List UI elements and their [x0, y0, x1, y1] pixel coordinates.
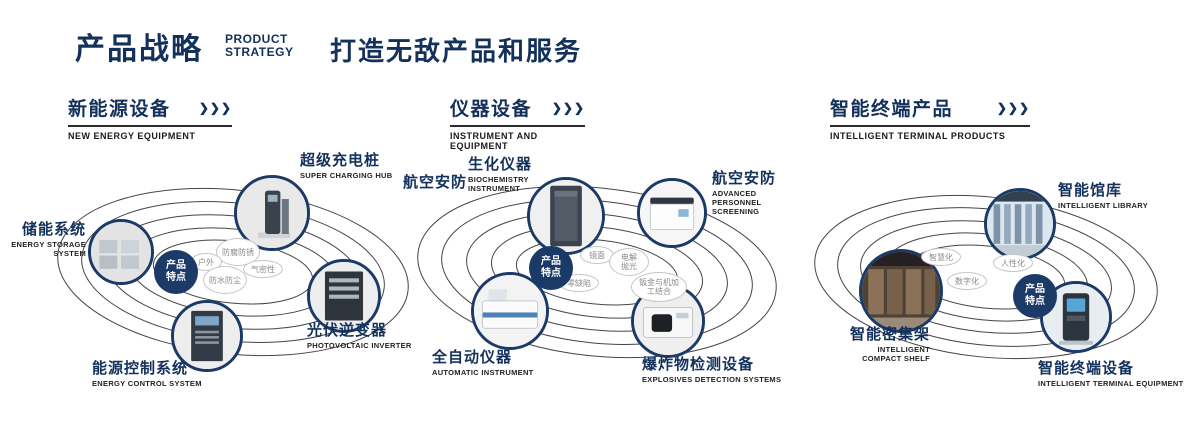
energy-control-system-image	[171, 300, 243, 372]
product-label-energy-control-system: 能源控制系统 ENERGY CONTROL SYSTEM	[92, 360, 202, 388]
feature-pill: 防水防尘	[203, 266, 247, 294]
feature-pill: 智慧化	[921, 248, 961, 266]
product-label-photovoltaic-inverter: 光伏逆变器 PHOTOVOLTAIC INVERTER	[307, 322, 412, 350]
section-subtitle: NEW ENERGY EQUIPMENT	[68, 131, 196, 141]
feature-pill: 气密性	[243, 260, 283, 278]
product-label-biochemistry-instrument: 生化仪器 BIOCHEMISTRY INSTRUMENT	[468, 156, 533, 193]
product-label-intelligent-compact-shelf: 智能密集架 INTELLIGENT COMPACT SHELF	[849, 326, 930, 363]
section-title: 仪器设备	[450, 99, 533, 120]
page-title-english: PRODUCT STRATEGY	[225, 33, 293, 59]
product-label-automatic-instrument: 全自动仪器 AUTOMATIC INSTRUMENT	[432, 349, 534, 377]
feature-pill: 电解抛光	[609, 248, 649, 276]
automatic-instrument-image	[471, 272, 549, 350]
feature-pill: 人性化	[993, 254, 1033, 272]
product-label-energy-storage-system: 储能系统 ENERGY STORAGE SYSTEM	[11, 221, 86, 258]
section-header-intelligent-terminal: 智能终端产品 ❯❯❯ INTELLIGENT TERMINAL PRODUCTS	[830, 94, 1030, 141]
personnel-screening-image	[637, 178, 707, 248]
section-subtitle: INTELLIGENT TERMINAL PRODUCTS	[830, 131, 1006, 141]
section-header-new-energy: 新能源设备 ❯❯❯ NEW ENERGY EQUIPMENT	[68, 94, 232, 141]
feature-pill: 数字化	[947, 272, 987, 290]
slogan: 打造无敌产品和服务	[330, 36, 583, 66]
page-title: 产品战略	[75, 33, 203, 66]
feature-pill: 户外	[190, 253, 222, 271]
triple-arrow-icon: ❯❯❯	[198, 100, 232, 115]
biochemistry-instrument-image	[527, 177, 605, 255]
product-features-badge: 产品特点	[154, 250, 198, 294]
page-title-english-line1: PRODUCT	[225, 32, 288, 46]
intelligent-library-image	[984, 188, 1056, 260]
energy-storage-system-image	[88, 219, 154, 285]
super-charging-hub-image	[234, 175, 310, 251]
feature-pill: 钣金与机加工结合	[631, 272, 687, 302]
section-title: 新能源设备	[68, 99, 171, 120]
product-features-badge: 产品特点	[529, 246, 573, 290]
product-label-explosives-detection: 爆炸物检测设备 EXPLOSIVES DETECTION SYSTEMS	[642, 356, 782, 384]
product-label-intelligent-library: 智能馆库 INTELLIGENT LIBRARY	[1058, 182, 1149, 210]
product-label-aviation-security-left: 航空安防	[403, 174, 468, 191]
section-title: 智能终端产品	[830, 99, 954, 120]
product-label-super-charging-hub: 超级充电桩 SUPER CHARGING HUB	[300, 152, 393, 180]
section-header-instrument: 仪器设备 ❯❯❯ INSTRUMENT AND EQUIPMENT	[450, 94, 585, 151]
page-title-english-line2: STRATEGY	[225, 45, 294, 59]
product-label-personnel-screening: 航空安防 ADVANCED PERSONNEL SCREENING	[712, 170, 777, 216]
triple-arrow-icon: ❯❯❯	[996, 100, 1030, 115]
section-subtitle: INSTRUMENT AND EQUIPMENT	[450, 131, 538, 151]
product-label-intelligent-terminal: 智能终端设备 INTELLIGENT TERMINAL EQUIPMENT	[1038, 360, 1184, 388]
triple-arrow-icon: ❯❯❯	[551, 100, 585, 115]
product-features-badge: 产品特点	[1013, 274, 1057, 318]
photovoltaic-inverter-image	[307, 259, 381, 333]
